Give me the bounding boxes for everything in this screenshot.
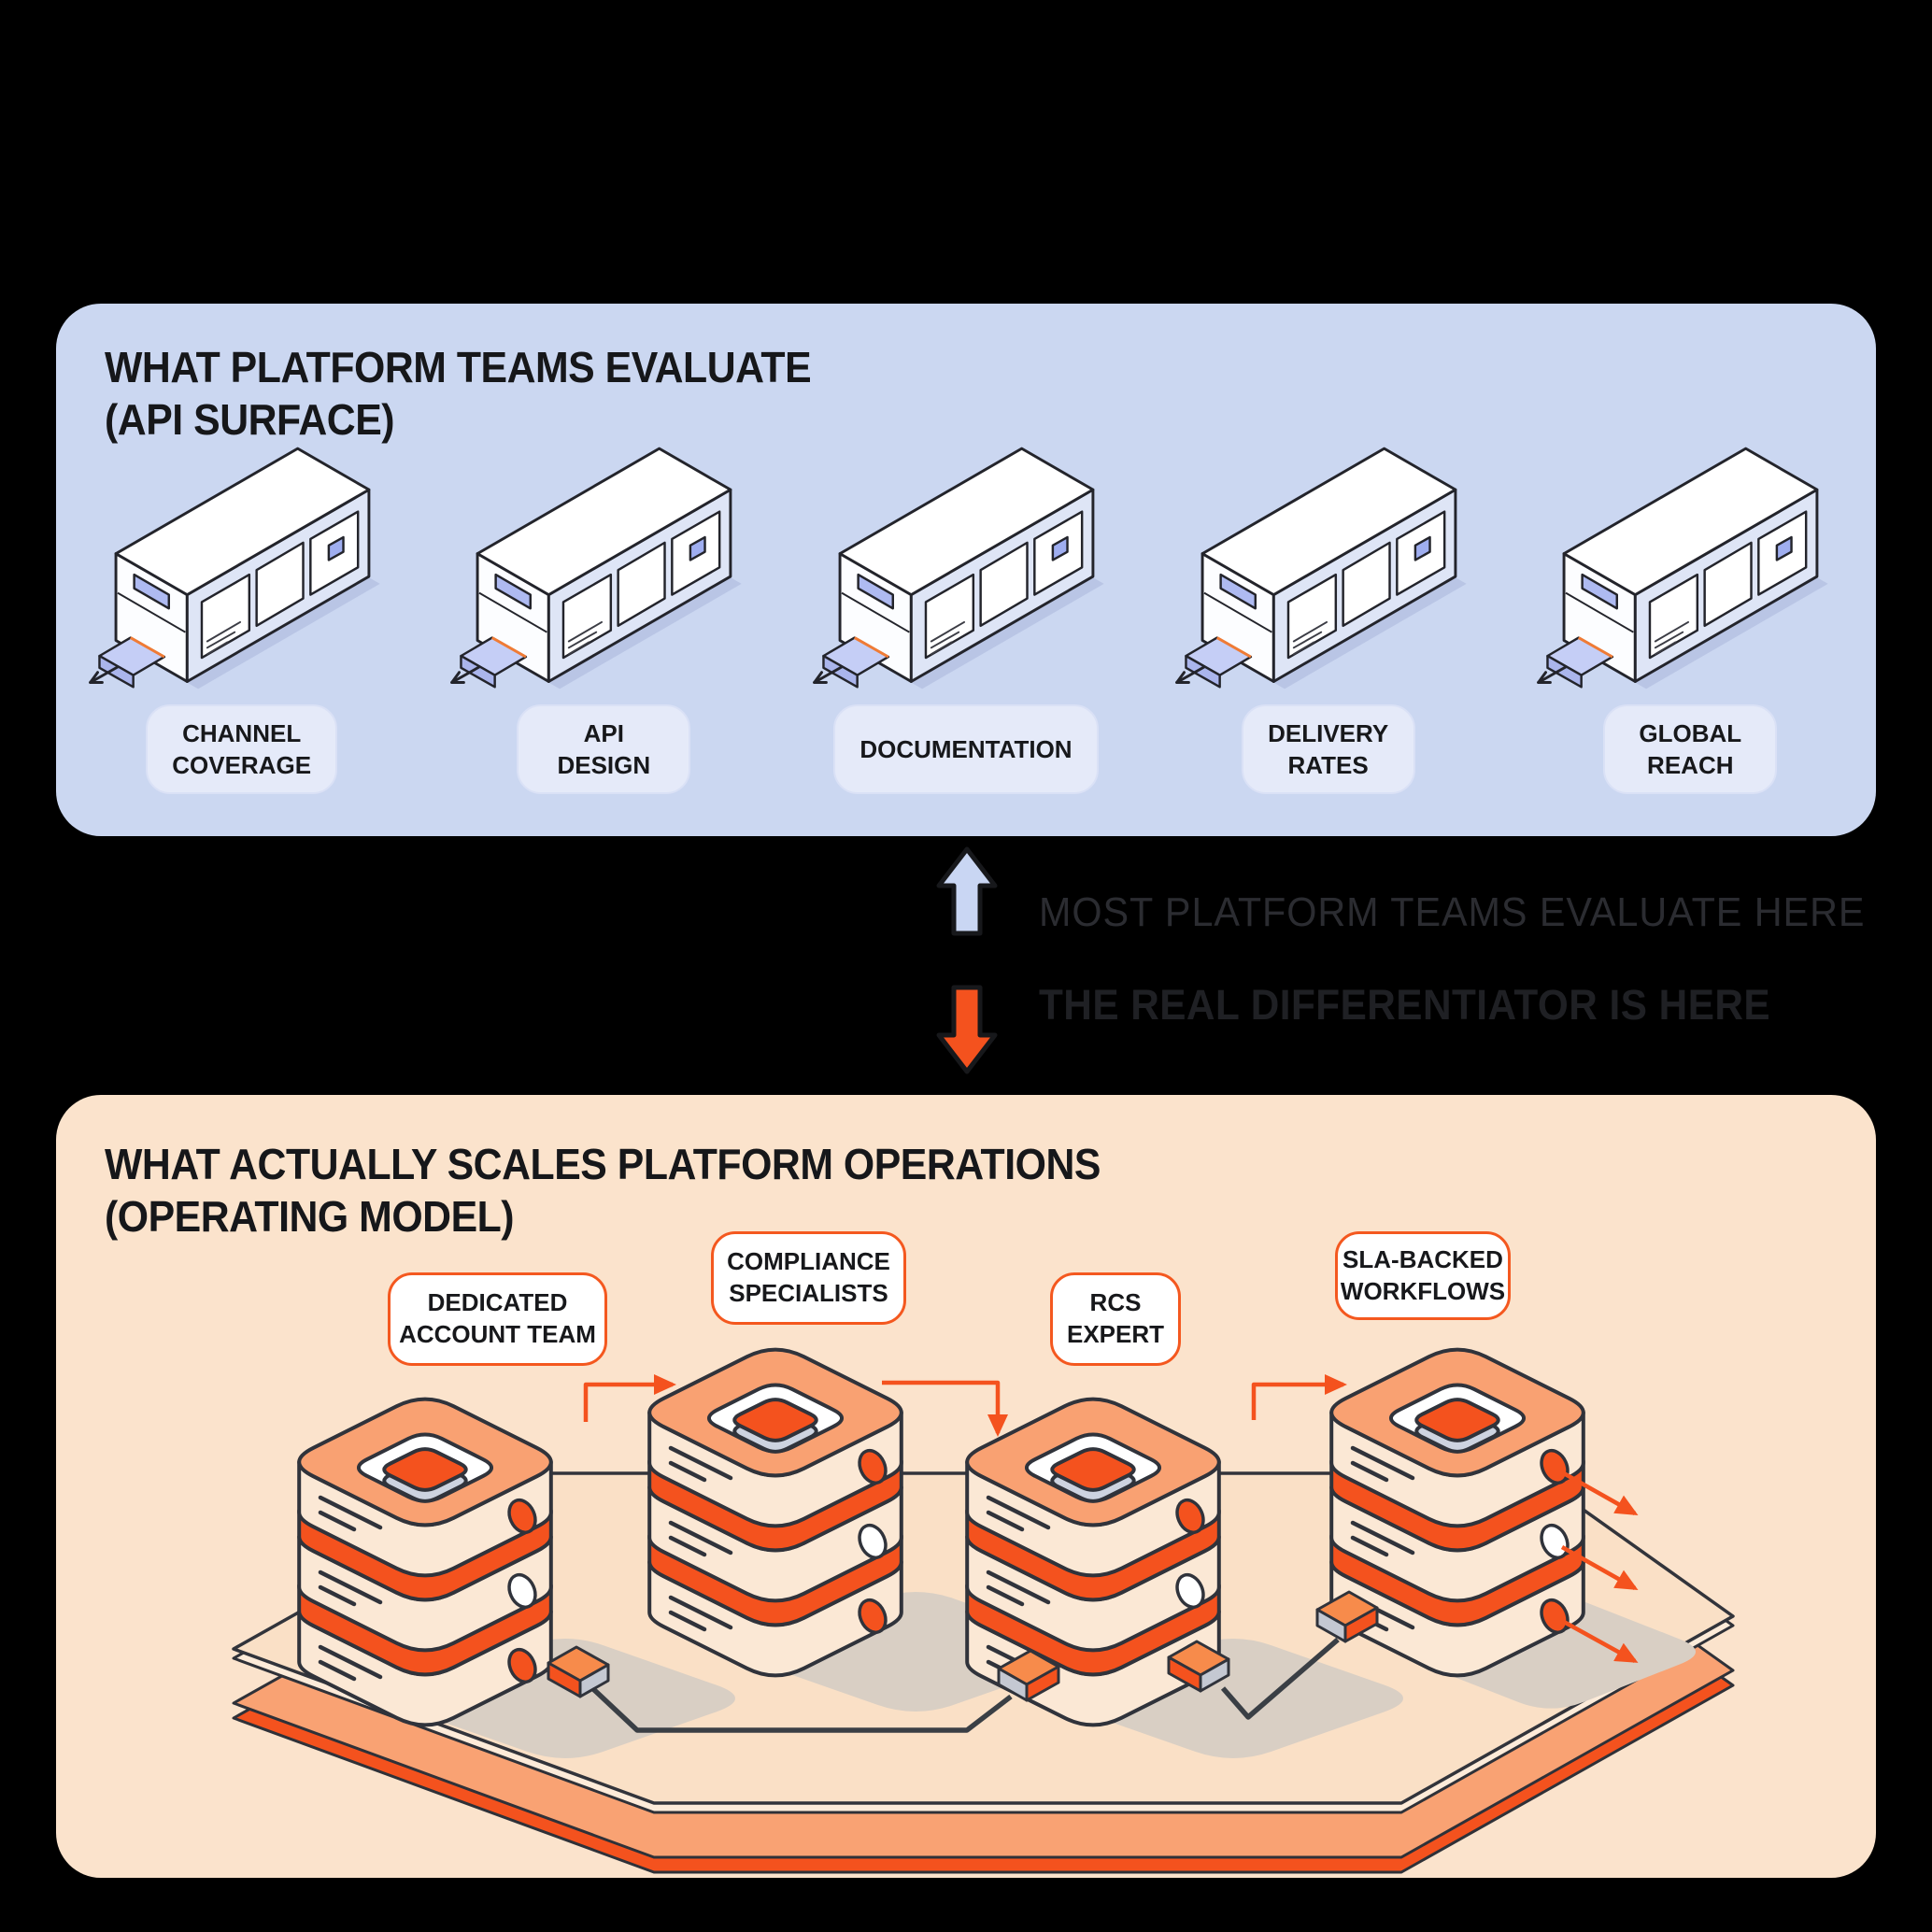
- item-label-api-design: API DESIGN: [517, 704, 691, 794]
- down-arrow-caption: THE REAL DIFFERENTIATOR IS HERE: [1039, 981, 1771, 1029]
- stack-label-compliance-specialists: COMPLIANCE SPECIALISTS: [711, 1231, 906, 1325]
- api-surface-item: API DESIGN: [427, 412, 780, 794]
- database-stack-icon: [299, 1399, 551, 1726]
- connector-wires: [590, 1637, 1340, 1733]
- database-stack-icon: [649, 1350, 902, 1676]
- item-label-documentation: DOCUMENTATION: [833, 704, 1099, 794]
- item-label-delivery-rates: DELIVERY RATES: [1241, 704, 1415, 794]
- server-box-icon: [1174, 447, 1468, 690]
- api-surface-item: GLOBAL REACH: [1513, 412, 1867, 794]
- api-surface-item: DOCUMENTATION: [789, 412, 1143, 794]
- api-surface-title: WHAT PLATFORM TEAMS EVALUATE (API SURFAC…: [105, 343, 812, 445]
- down-arrow-icon: [936, 985, 998, 1074]
- stack-label-sla-backed-workflows: SLA-BACKED WORKFLOWS: [1335, 1231, 1511, 1320]
- item-label-global-reach: GLOBAL REACH: [1603, 704, 1778, 794]
- server-box-icon: [88, 447, 381, 690]
- api-surface-panel: WHAT PLATFORM TEAMS EVALUATE (API SURFAC…: [56, 304, 1876, 836]
- server-box-icon: [813, 447, 1106, 690]
- operating-model-panel: WHAT ACTUALLY SCALES PLATFORM OPERATIONS…: [56, 1095, 1876, 1878]
- flow-arrows: [583, 1374, 1639, 1663]
- api-surface-item: CHANNEL COVERAGE: [65, 412, 419, 794]
- server-box-icon: [450, 447, 744, 690]
- item-label-channel-coverage: CHANNEL COVERAGE: [146, 704, 338, 794]
- stack-label-rcs-expert: RCS EXPERT: [1050, 1272, 1181, 1366]
- up-arrow-icon: [936, 846, 998, 936]
- up-arrow-caption: MOST PLATFORM TEAMS EVALUATE HERE: [1039, 889, 1866, 935]
- api-surface-item: DELIVERY RATES: [1152, 412, 1505, 794]
- api-surface-items: CHANNEL COVERAGE API DESIGN DOCUMENTATIO…: [56, 412, 1876, 794]
- server-box-icon: [1537, 447, 1830, 690]
- operating-model-illustration: [232, 1095, 1735, 1874]
- operating-model-title: WHAT ACTUALLY SCALES PLATFORM OPERATIONS…: [105, 1140, 1101, 1242]
- stack-label-dedicated-account-team: DEDICATED ACCOUNT TEAM: [388, 1272, 607, 1366]
